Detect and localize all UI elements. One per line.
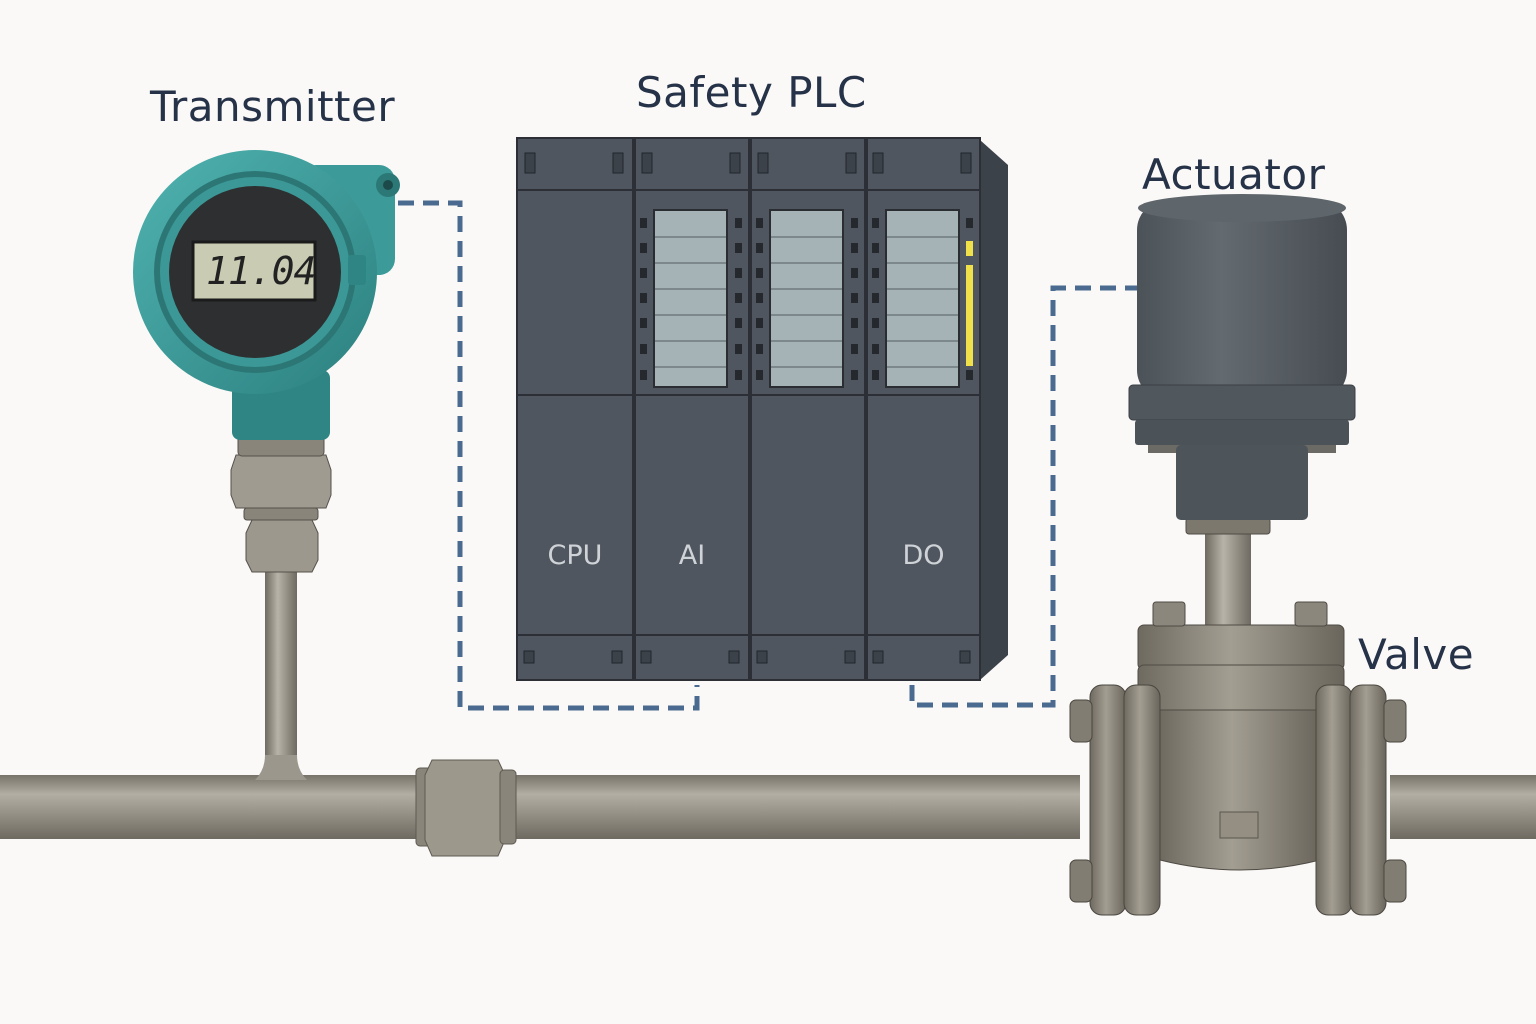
plc-module-ai: [634, 137, 750, 681]
process-pipe: [0, 759, 1536, 857]
plc-module-3: [750, 137, 866, 681]
do-status-bar: [966, 265, 973, 366]
safety-plc-rack: [516, 137, 1008, 681]
actuator: [1128, 194, 1356, 520]
wire-do-to-actuator: [909, 285, 1137, 708]
pipe-union-fitting: [415, 759, 517, 857]
valve: [1069, 601, 1407, 916]
plc-module-cpu: [516, 137, 634, 681]
transmitter-display-value: 11.04: [206, 249, 316, 293]
plc-module-do: [866, 137, 981, 681]
transmitter: [133, 150, 400, 440]
plc-label: Safety PLC: [636, 68, 867, 117]
transmitter-label: Transmitter: [150, 82, 396, 131]
plc-module-ai-label: AI: [678, 540, 706, 571]
transmitter-impulse-line: [230, 435, 332, 780]
plc-module-cpu-label: CPU: [547, 540, 603, 571]
lcd-display: [191, 240, 317, 302]
actuator-label: Actuator: [1142, 150, 1326, 199]
signal-wiring: [398, 200, 1137, 711]
valve-label: Valve: [1358, 630, 1475, 679]
wire-transmitter-to-ai: [398, 200, 700, 711]
valve-stem: [1205, 520, 1251, 630]
plc-module-do-label: DO: [902, 540, 945, 571]
do-status-led: [966, 241, 973, 256]
